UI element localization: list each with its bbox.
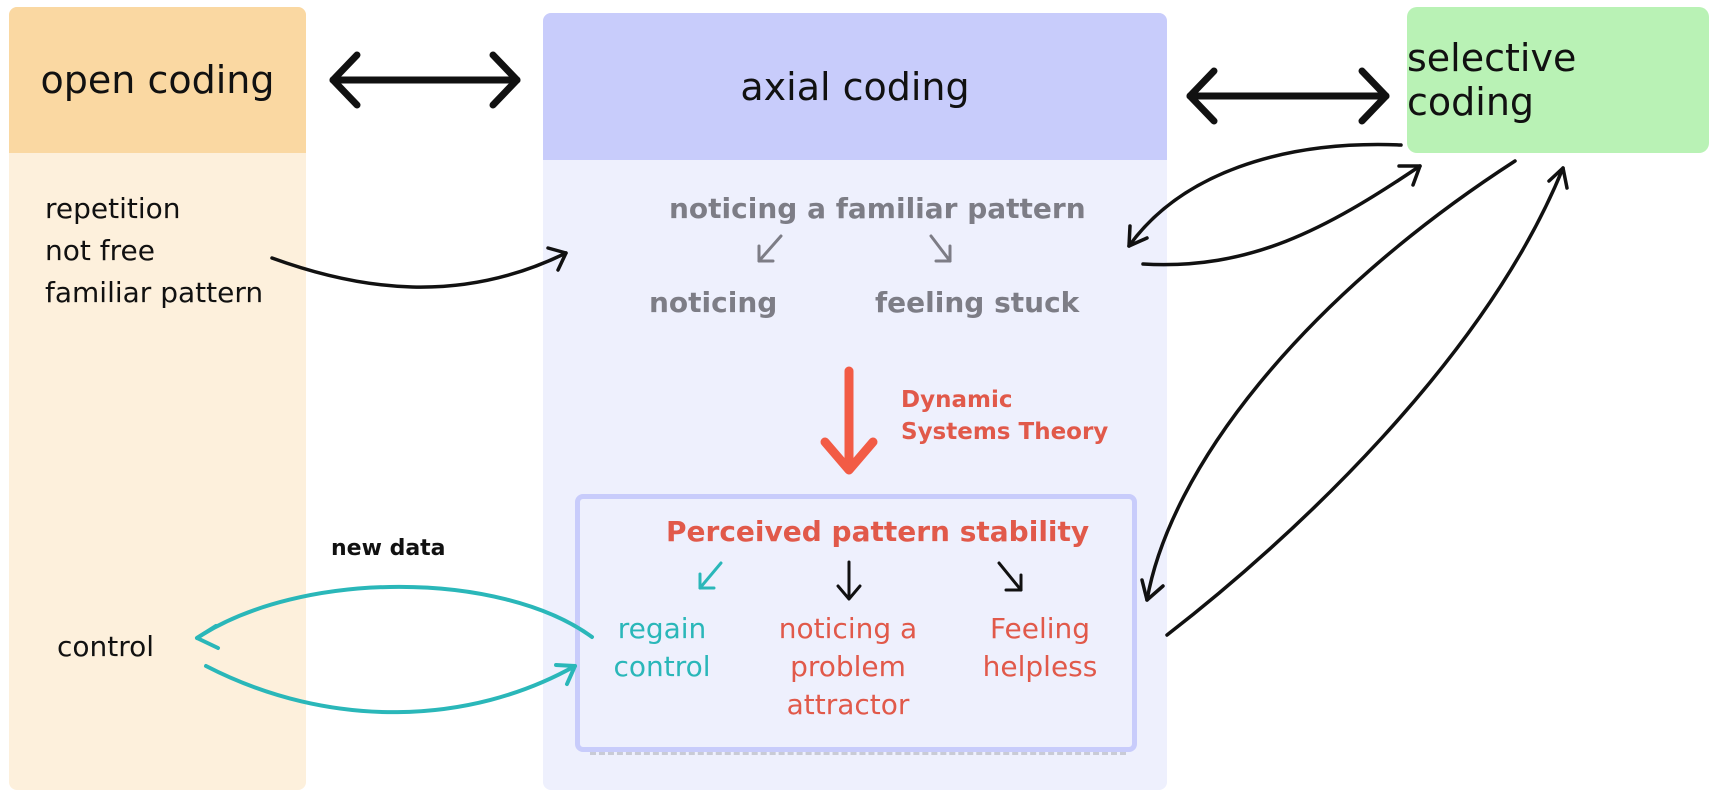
- open-coding-title: open coding: [40, 58, 275, 102]
- problem-line1: noticing a: [778, 612, 918, 645]
- dashed-divider: [590, 752, 1126, 755]
- open-axial-double-arrow: [329, 51, 521, 109]
- axial-selective-double-arrow: [1186, 67, 1390, 125]
- open-coding-list: repetition not free familiar pattern: [45, 188, 263, 314]
- regain-line2: control: [613, 650, 711, 683]
- open-item-repetition: repetition: [45, 192, 181, 225]
- noticing-node: noticing: [649, 286, 778, 319]
- selective-coding-title: selective coding: [1407, 36, 1577, 124]
- selective-coding-header: selective coding: [1407, 7, 1709, 153]
- axial-coding-header: axial coding: [543, 13, 1167, 160]
- feeling-helpless-node: Feeling helpless: [970, 610, 1110, 686]
- new-data-label: new data: [331, 536, 446, 561]
- axial-to-selective-arrow: [1141, 164, 1422, 267]
- perceived-stability-box: [575, 494, 1137, 752]
- new-data-arrow-to-control: [195, 584, 594, 650]
- familiar-pattern-node: noticing a familiar pattern: [669, 192, 1086, 225]
- dynamic-systems-theory-label: Dynamic Systems Theory: [901, 384, 1108, 448]
- problem-line2: problem: [790, 650, 906, 683]
- dynamic-systems-arrow: [820, 366, 878, 475]
- theory-label-line2: Systems Theory: [901, 419, 1109, 445]
- open-item-control: control: [57, 630, 155, 663]
- arrow-to-helpless: [997, 561, 1023, 592]
- regain-control-node: regain control: [602, 610, 722, 686]
- open-coding-header: open coding: [9, 7, 306, 153]
- control-to-regain-arrow: [204, 663, 577, 715]
- helpless-line2: helpless: [982, 650, 1098, 683]
- selective-to-stability-arrow: [1140, 159, 1517, 602]
- open-item-familiar-pattern: familiar pattern: [45, 276, 264, 309]
- problem-attractor-node: noticing a problem attractor: [758, 610, 938, 724]
- grey-arrow-to-feeling-stuck: [929, 234, 952, 263]
- teal-small-arrow: [698, 561, 723, 590]
- grey-arrow-to-noticing: [757, 234, 783, 263]
- stability-title: Perceived pattern stability: [666, 515, 1090, 548]
- selective-to-axial-arrow: [1127, 142, 1403, 248]
- problem-line3: attractor: [786, 688, 910, 721]
- regain-line1: regain: [617, 612, 707, 645]
- open-to-axial-arrow: [270, 246, 568, 289]
- down-arrow-to-problem: [836, 560, 862, 601]
- stability-to-selective-arrow: [1165, 166, 1569, 637]
- open-item-not-free: not free: [45, 234, 155, 267]
- feeling-stuck-node: feeling stuck: [875, 286, 1080, 319]
- helpless-line1: Feeling: [989, 612, 1091, 645]
- theory-label-line1: Dynamic: [901, 387, 1013, 413]
- axial-coding-title: axial coding: [740, 64, 970, 109]
